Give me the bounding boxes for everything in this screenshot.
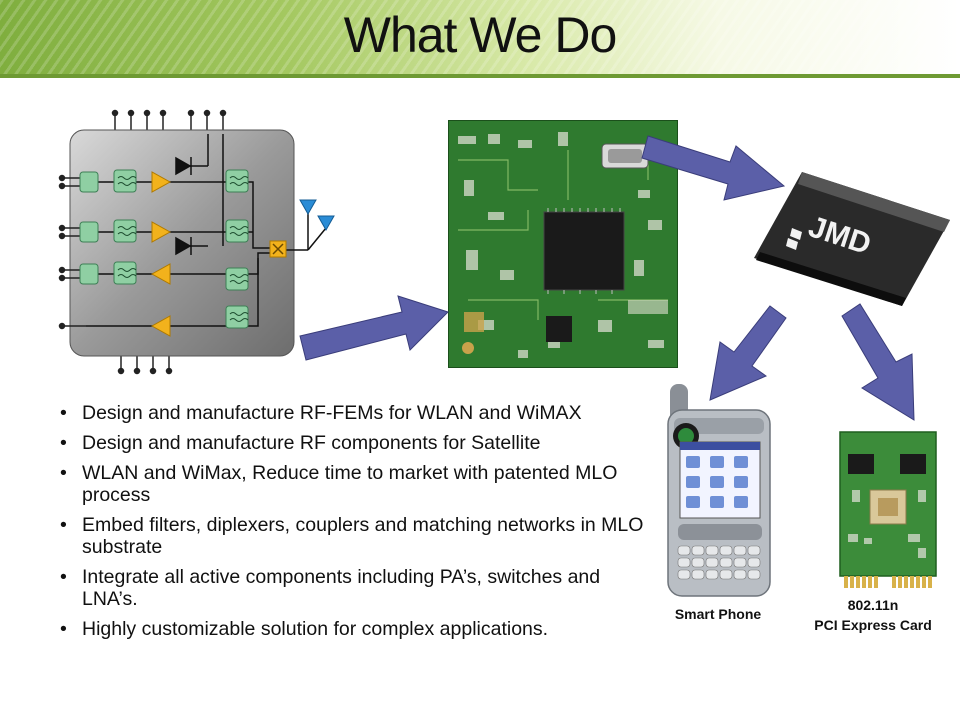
bullet-item: Embed filters, diplexers, couplers and m… bbox=[58, 514, 658, 558]
bullet-item: Highly customizable solution for complex… bbox=[58, 618, 658, 640]
bullet-list: Design and manufacture RF-FEMs for WLAN … bbox=[58, 402, 658, 648]
slide-title: What We Do bbox=[343, 7, 618, 63]
card-caption-line1: 802.11n bbox=[847, 597, 899, 613]
arrow-to-card-icon bbox=[841, 303, 915, 421]
header-texture bbox=[0, 0, 960, 78]
bullet-item: Integrate all active components includin… bbox=[58, 566, 658, 610]
card-caption-line2: PCI Express Card bbox=[814, 617, 932, 633]
arrow-to-chip-icon bbox=[641, 135, 786, 201]
bullet-item: WLAN and WiMax, Reduce time to market wi… bbox=[58, 462, 658, 506]
card-caption: 802.11n PCI Express Card bbox=[790, 595, 956, 635]
bullet-item: Design and manufacture RF components for… bbox=[58, 432, 658, 454]
pcb-module-photo bbox=[448, 120, 678, 368]
arrow-to-pcb-icon bbox=[299, 295, 449, 361]
pci-express-card-image bbox=[839, 431, 937, 588]
header-band bbox=[0, 0, 960, 78]
jmd-chip: JMD bbox=[754, 172, 950, 306]
smart-phone-image bbox=[667, 384, 771, 597]
header-rule bbox=[0, 74, 960, 78]
module-block-diagram bbox=[58, 109, 335, 375]
arrow-to-phone-icon bbox=[709, 305, 787, 401]
bullet-item: Design and manufacture RF-FEMs for WLAN … bbox=[58, 402, 658, 424]
phone-caption: Smart Phone bbox=[674, 606, 762, 622]
jmd-logo-icon bbox=[786, 228, 802, 250]
